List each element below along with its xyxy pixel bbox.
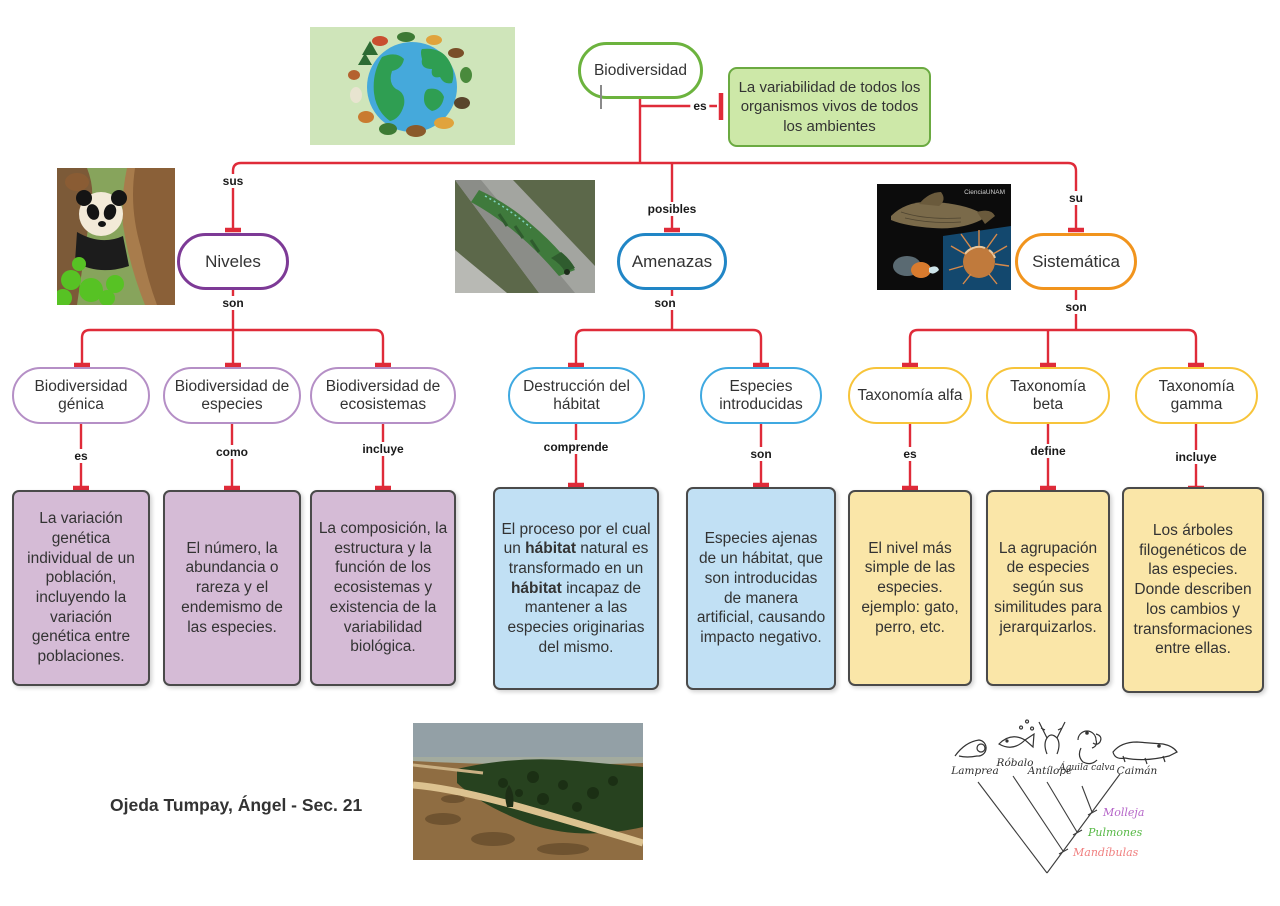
description-text: Los árboles filogenéticos de las especie… xyxy=(1133,522,1253,658)
description-segment: natural es transformado en un xyxy=(508,540,649,577)
node-label: Taxonomía alfa xyxy=(857,386,963,404)
link-label-su: su xyxy=(1065,191,1087,205)
link-label-incluye-gamma: incluye xyxy=(1172,450,1220,464)
node-label: Biodiversidad de ecosistemas xyxy=(325,377,441,413)
trait-label: Pulmones xyxy=(1087,826,1143,839)
description-box-beta[interactable]: La agrupación de especies según sus simi… xyxy=(986,490,1110,686)
node-label: Niveles xyxy=(205,251,261,271)
animals-ring xyxy=(348,32,472,137)
description-box-destruccion[interactable]: El proceso por el cual un hábitat natura… xyxy=(493,487,659,690)
link-label-es-root: es xyxy=(690,99,710,113)
taxon-label: Águila calva xyxy=(1058,761,1115,773)
description-text: La composición, la estructura y la funci… xyxy=(318,520,448,656)
deforestation-photo xyxy=(413,723,643,860)
taxon-label: Antílope xyxy=(1027,765,1073,777)
node-biodiversidad[interactable]: Biodiversidad xyxy=(578,42,703,99)
description-segment: incapaz de mantener a las especies origi… xyxy=(507,579,645,656)
description-box-especies[interactable]: El número, la abundancia o rareza y el e… xyxy=(163,490,301,686)
description-box-introducidas[interactable]: Especies ajenas de un hábitat, que son i… xyxy=(686,487,836,690)
node-label: Amenazas xyxy=(631,251,713,271)
earth-biodiversity-image xyxy=(310,27,515,145)
link-label-es-alfa: es xyxy=(900,447,920,461)
node-label: Sistemática xyxy=(1032,251,1120,271)
node-label: Destrucción del hábitat xyxy=(523,377,630,413)
fish-collage-caption: CienciaUNAM xyxy=(964,189,1005,196)
node-label: Especies introducidas xyxy=(719,377,803,413)
author-credit: Ojeda Tumpay, Ángel - Sec. 21 xyxy=(110,795,363,815)
node-label: Biodiversidad xyxy=(593,61,688,79)
description-text: Especies ajenas de un hábitat, que son i… xyxy=(696,530,826,646)
description-segment-bold: hábitat xyxy=(510,579,562,597)
description-box-ecosistemas[interactable]: La composición, la estructura y la funci… xyxy=(310,490,456,686)
fish-collage-image: CienciaUNAM xyxy=(877,184,1011,290)
taxon-label: Róbalo xyxy=(996,757,1034,769)
node-biodiversidad-especies[interactable]: Biodiversidad de especies xyxy=(163,367,301,424)
node-label: Biodiversidad génica xyxy=(34,377,128,413)
node-biodiversidad-ecosistemas[interactable]: Biodiversidad de ecosistemas xyxy=(310,367,456,424)
link-label-posibles: posibles xyxy=(644,202,700,216)
description-box-alfa[interactable]: El nivel más simple de las especies. eje… xyxy=(848,490,972,686)
taxon-label: Caimán xyxy=(1117,765,1158,777)
node-especies-introducidas[interactable]: Especies introducidas xyxy=(700,367,822,424)
node-amenazas[interactable]: Amenazas xyxy=(617,233,727,290)
lizard-photo xyxy=(455,180,595,293)
node-label: Taxonomía beta xyxy=(1010,377,1086,413)
node-label: Biodiversidad de especies xyxy=(174,377,290,413)
link-label-comprende: comprende xyxy=(540,440,612,454)
taxa-labels: Lamprea Róbalo Antílope Águila calva Cai… xyxy=(950,757,1157,777)
taxon-label: Lamprea xyxy=(950,765,998,777)
description-text: La variación genética individual de un p… xyxy=(27,510,135,666)
node-biodiversidad-genica[interactable]: Biodiversidad génica xyxy=(12,367,150,424)
link-label-son-introducidas: son xyxy=(747,447,775,461)
foliage xyxy=(57,257,124,305)
link-label-incluye-ecosistemas: incluye xyxy=(359,442,407,456)
link-label-son-niveles: son xyxy=(219,296,247,310)
description-text: El nivel más simple de las especies. eje… xyxy=(861,539,959,636)
node-niveles[interactable]: Niveles xyxy=(177,233,289,290)
node-taxonomia-gamma[interactable]: Taxonomía gamma xyxy=(1135,367,1258,424)
trait-label: Mandíbulas xyxy=(1072,846,1139,859)
node-label: Taxonomía gamma xyxy=(1158,377,1235,413)
link-label-sus: sus xyxy=(219,174,247,188)
definition-text: La variabilidad de todos los organismos … xyxy=(738,79,921,135)
cladogram-sketch: Lamprea Róbalo Antílope Águila calva Cai… xyxy=(950,719,1178,874)
text-cursor xyxy=(600,85,602,109)
link-label-son-sistematica: son xyxy=(1062,300,1090,314)
connector-paths xyxy=(79,99,1198,486)
link-label-define: define xyxy=(1027,444,1069,458)
trait-labels: Molleja Pulmones Mandíbulas xyxy=(1072,806,1144,859)
node-destruccion-habitat[interactable]: Destrucción del hábitat xyxy=(508,367,645,424)
cladogram-branches xyxy=(977,773,1121,874)
definition-box[interactable]: La variabilidad de todos los organismos … xyxy=(728,67,931,147)
description-text: La agrupación de especies según sus simi… xyxy=(994,539,1102,636)
animal-doodles xyxy=(954,719,1178,765)
description-box-genica[interactable]: La variación genética individual de un p… xyxy=(12,490,150,686)
description-text: El proceso por el cual un hábitat natura… xyxy=(501,520,651,658)
description-text: El número, la abundancia o rareza y el e… xyxy=(181,539,283,636)
trait-label: Molleja xyxy=(1102,806,1144,819)
node-taxonomia-alfa[interactable]: Taxonomía alfa xyxy=(848,367,972,424)
description-segment: El proceso por el cual un xyxy=(501,520,651,558)
description-box-gamma[interactable]: Los árboles filogenéticos de las especie… xyxy=(1122,487,1264,693)
panda-photo xyxy=(57,168,175,305)
link-label-son-amenazas: son xyxy=(651,296,679,310)
node-sistematica[interactable]: Sistemática xyxy=(1015,233,1137,290)
node-taxonomia-beta[interactable]: Taxonomía beta xyxy=(986,367,1110,424)
link-label-como: como xyxy=(212,445,252,459)
connector-end-caps xyxy=(73,93,1204,491)
link-label-es-genica: es xyxy=(71,449,91,463)
description-segment-bold: hábitat xyxy=(525,540,576,558)
